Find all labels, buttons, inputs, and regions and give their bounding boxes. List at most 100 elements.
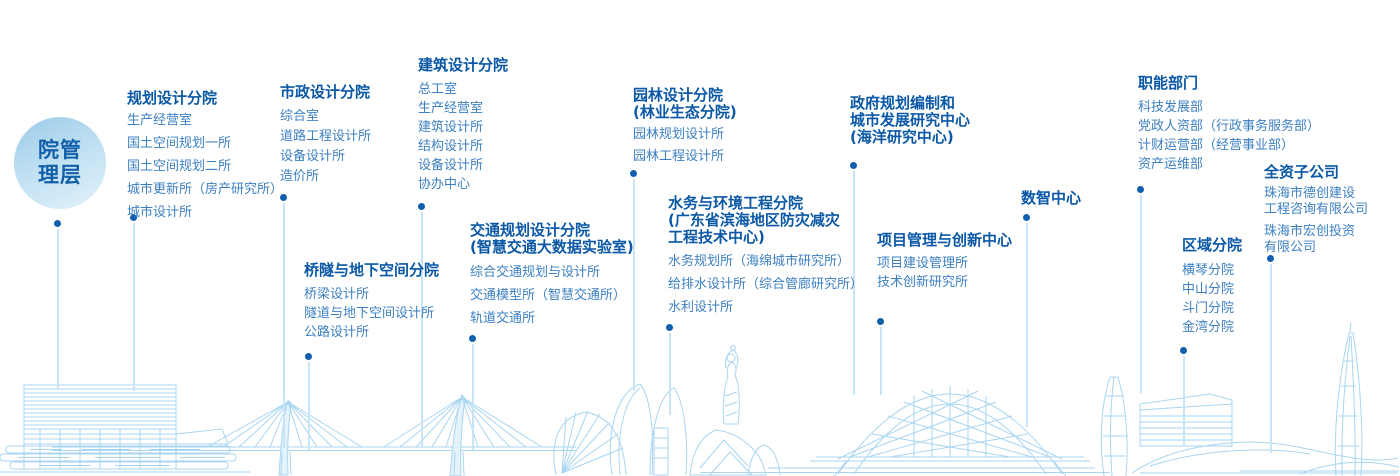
org-item: 设备设计所 (418, 158, 484, 173)
connector-digital (1023, 214, 1031, 427)
node-dot-icon (1267, 255, 1274, 262)
connector-line (420, 212, 423, 448)
org-group-title: 全资子公司 (1264, 163, 1340, 181)
org-group-title: 建筑设计分院 (418, 56, 509, 74)
org-item: 中山分院 (1182, 282, 1235, 297)
org-item: 国土空间规划二所 (127, 159, 232, 174)
org-group-transport: 交通规划设计分院 (智慧交通大数据实验室) 综合交通规划与设计所 交通模型所（智… (470, 222, 634, 330)
connector-government (850, 162, 858, 395)
org-item: 生产经营室 (127, 113, 193, 128)
org-item: 科技发展部 (1138, 100, 1204, 115)
node-dot-icon (54, 220, 61, 227)
connector-line (471, 344, 474, 450)
connector-line (307, 362, 310, 450)
org-group-government-research: 政府规划编制和 城市发展研究中心 (海洋研究中心) (850, 95, 970, 146)
org-group-title: 园林设计分院 (林业生态分院) (633, 86, 737, 121)
org-item: 隧道与地下空间设计所 (304, 306, 435, 321)
connector-planning (130, 214, 138, 391)
connector-line (879, 327, 882, 395)
node-dot-icon (469, 335, 476, 342)
grand-theatre-shells (553, 383, 781, 476)
node-dot-icon (1180, 347, 1187, 354)
connector-line (632, 179, 635, 391)
node-dot-icon (1023, 214, 1030, 221)
connector-line (1269, 264, 1272, 453)
left-office-building (0, 384, 250, 473)
connector-line (56, 229, 59, 389)
org-group-regional: 区域分院 横琴分院 中山分院 斗门分院 金湾分院 (1182, 237, 1242, 337)
connector-project-innovation (877, 318, 885, 395)
connector-line (1182, 356, 1185, 445)
node-dot-icon (280, 194, 287, 201)
org-item: 珠海市德创建设 工程咨询有限公司 (1264, 186, 1369, 217)
arch-bridge (810, 386, 1090, 476)
management-badge: 院管 理层 (14, 117, 106, 209)
org-item: 项目建设管理所 (877, 256, 969, 271)
org-group-municipal: 市政设计分院 综合室 道路工程设计所 设备设计所 造价所 (280, 84, 371, 187)
connector-line (1139, 195, 1142, 393)
org-group-bridge-tunnel: 桥隧与地下空间分院 桥梁设计所 隧道与地下空间设计所 公路设计所 (304, 262, 439, 342)
org-group-project-innovation: 项目管理与创新中心 项目建设管理所 技术创新研究所 (877, 232, 1012, 292)
org-group-digital-center: 数智中心 (1021, 190, 1081, 207)
org-group-title: 市政设计分院 (280, 83, 371, 101)
connector-landscape (630, 170, 638, 391)
org-group-title: 政府规划编制和 城市发展研究中心 (海洋研究中心) (850, 94, 971, 146)
org-item: 园林规划设计所 (633, 127, 725, 142)
org-item: 综合室 (280, 109, 320, 124)
org-item: 道路工程设计所 (280, 129, 372, 144)
connector-transport (469, 335, 477, 450)
fisher-girl-statue (689, 345, 1110, 476)
org-group-title: 职能部门 (1138, 74, 1199, 92)
org-group-subsidiaries: 全资子公司 珠海市德创建设 工程咨询有限公司 珠海市宏创投资 有限公司 (1264, 164, 1368, 262)
org-item: 交通模型所（智慧交通所） (470, 288, 627, 303)
connector-subsidiaries (1267, 255, 1275, 453)
org-group-landscape: 园林设计分院 (林业生态分院) 园林规划设计所 园林工程设计所 (633, 87, 737, 168)
org-group-title: 水务与环境工程分院 (广东省滨海地区防灾减灾 工程技术中心) (668, 194, 840, 246)
city-towers (1100, 322, 1400, 476)
org-item: 水务规划所（海绵城市研究所） (668, 254, 851, 269)
connector-water (666, 324, 674, 415)
node-dot-icon (1137, 186, 1144, 193)
org-item: 珠海市宏创投资 有限公司 (1264, 224, 1356, 255)
connector-line (1025, 223, 1028, 427)
connector-line (132, 223, 135, 391)
org-group-water-environment: 水务与环境工程分院 (广东省滨海地区防灾减灾 工程技术中心) 水务规划所（海绵城… (668, 195, 863, 319)
org-group-title: 数智中心 (1021, 189, 1082, 207)
connector-line (668, 333, 671, 415)
org-group-title: 项目管理与创新中心 (877, 231, 1013, 249)
org-item: 园林工程设计所 (633, 149, 725, 164)
connector-regional (1180, 347, 1188, 445)
org-item: 城市设计所 (127, 205, 193, 220)
org-item: 轨道交通所 (470, 311, 536, 326)
org-item: 城市更新所（房产研究所） (127, 182, 284, 197)
org-item: 总工室 (418, 82, 458, 97)
node-dot-icon (130, 214, 137, 221)
node-dot-icon (305, 353, 312, 360)
org-item: 设备设计所 (280, 149, 346, 164)
org-item: 党政人资部（行政事务服务部） (1138, 119, 1321, 134)
skyline-illustration (0, 322, 1400, 476)
node-dot-icon (877, 318, 884, 325)
node-dot-icon (666, 324, 673, 331)
management-badge-label: 院管 理层 (38, 138, 82, 187)
org-group-title: 规划设计分院 (127, 89, 218, 107)
org-group-functional: 职能部门 科技发展部 党政人资部（行政事务服务部） 计财运营部（经营事业部） 资… (1138, 75, 1320, 174)
connector-bridge-tunnel (305, 353, 313, 450)
connector-line (852, 171, 855, 395)
node-dot-icon (630, 170, 637, 177)
org-item: 造价所 (280, 169, 320, 184)
org-item: 结构设计所 (418, 139, 484, 154)
org-item: 横琴分院 (1182, 263, 1235, 278)
org-group-architecture: 建筑设计分院 总工室 生产经营室 建筑设计所 结构设计所 设备设计所 协办中心 (418, 57, 508, 194)
connector-line (282, 203, 285, 448)
org-item: 给排水设计所（综合管廊研究所） (668, 277, 864, 292)
org-item: 生产经营室 (418, 101, 484, 116)
org-group-title: 区域分院 (1182, 236, 1243, 254)
org-item: 综合交通规划与设计所 (470, 265, 601, 280)
org-item: 资产运维部 (1138, 157, 1204, 172)
connector-municipal (280, 194, 288, 448)
cable-stayed-bridge (52, 394, 576, 476)
org-item: 建筑设计所 (418, 120, 484, 135)
connector-architecture (418, 203, 426, 448)
